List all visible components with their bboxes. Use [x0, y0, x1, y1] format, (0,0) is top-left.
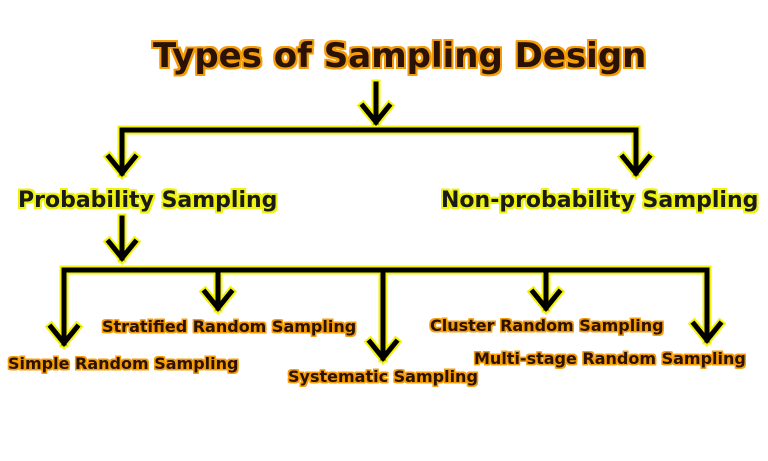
- method-multi-stage-random-sampling: Multi-stage Random Sampling: [474, 349, 746, 368]
- probability-down-arrow-head: [105, 238, 139, 262]
- probability-arrow-head: [105, 153, 139, 177]
- systematic-sampling-arrow-head: [366, 338, 400, 362]
- stratified-sampling-arrow-head: [201, 288, 235, 312]
- cluster-sampling-arrow-head: [529, 288, 563, 312]
- top-branch-line: [119, 127, 639, 176]
- category-non-probability-sampling: Non-probability Sampling: [441, 188, 759, 213]
- top-branch-line-outline: [117, 125, 641, 178]
- non-probability-arrow-head: [619, 153, 653, 177]
- method-systematic-sampling: Systematic Sampling: [288, 367, 478, 386]
- method-cluster-random-sampling: Cluster Random Sampling: [430, 316, 664, 335]
- method-simple-random-sampling: Simple Random Sampling: [8, 354, 239, 373]
- category-probability-sampling: Probability Sampling: [18, 188, 278, 213]
- diagram-title: Types of Sampling Design: [153, 36, 647, 76]
- root-arrow-head: [359, 102, 393, 126]
- simple-sampling-arrow-head: [47, 323, 81, 347]
- multistage-sampling-arrow-head: [690, 320, 724, 344]
- method-stratified-random-sampling: Stratified Random Sampling: [102, 317, 357, 336]
